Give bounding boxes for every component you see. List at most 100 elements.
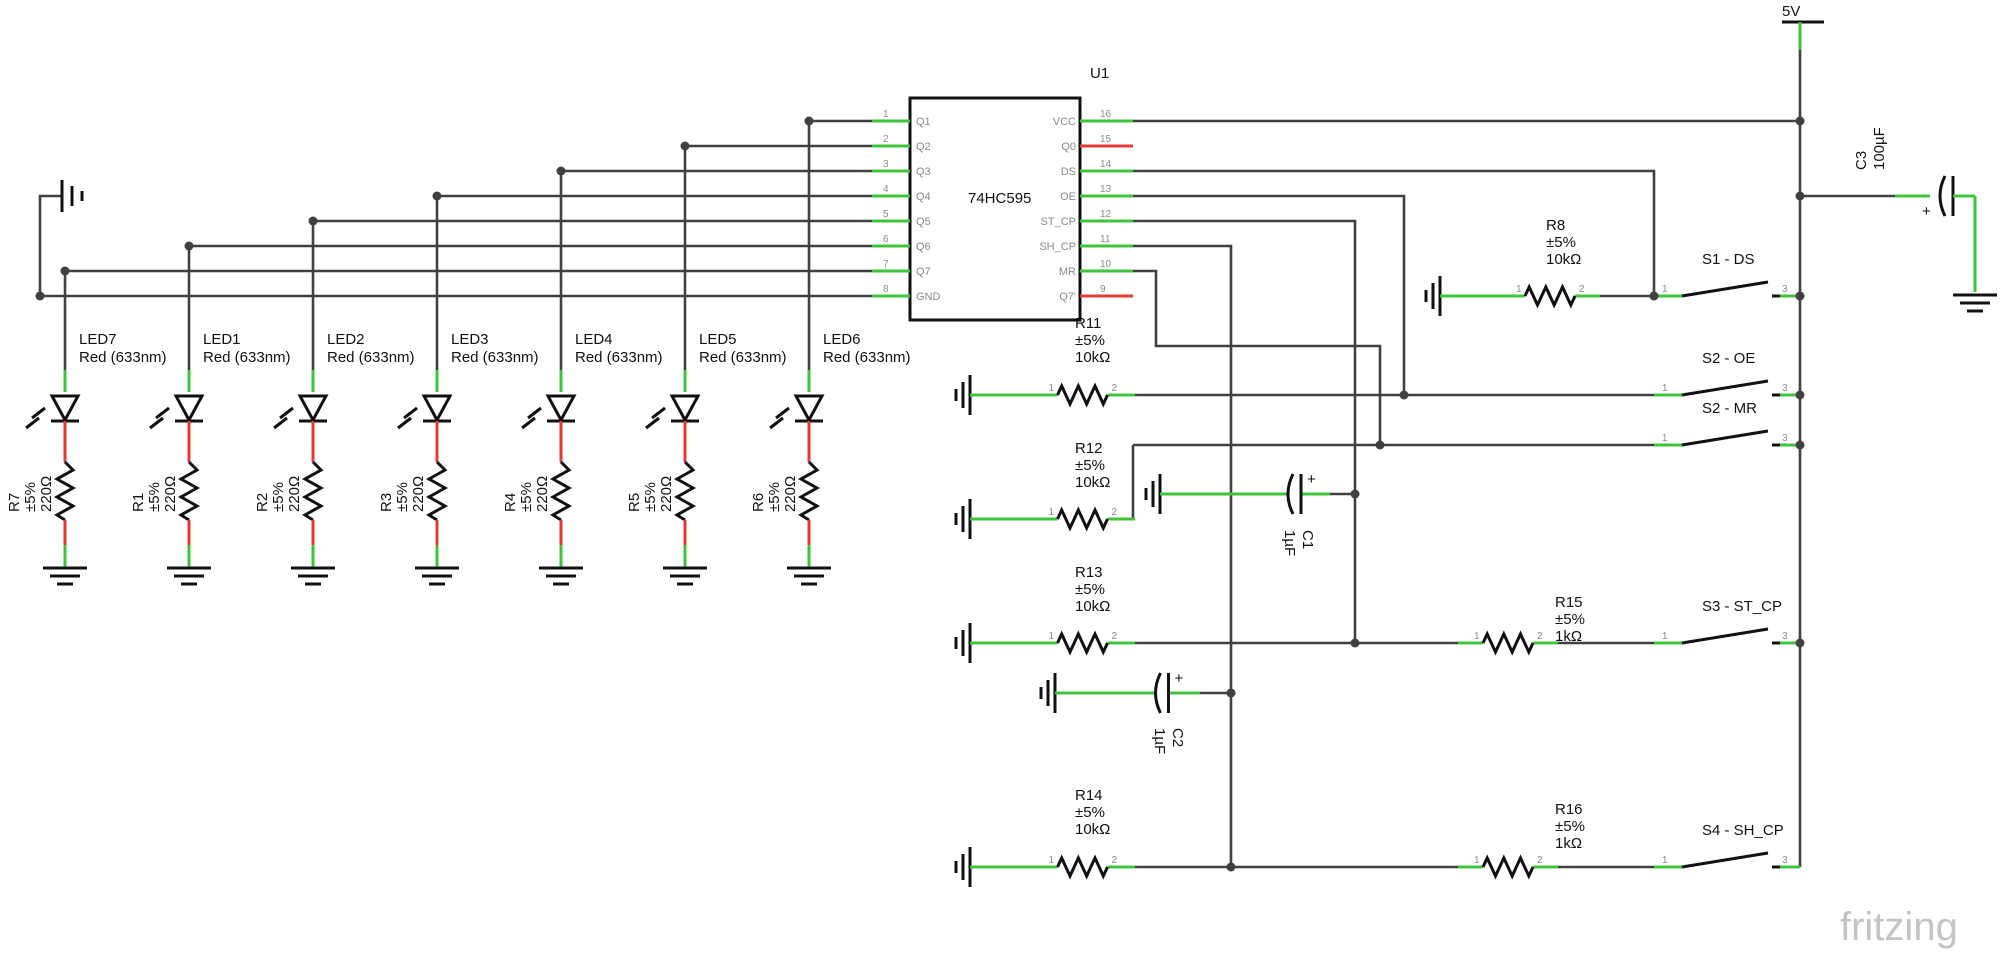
ic-pin-number: 15	[1100, 134, 1112, 145]
ic-pin-number: 12	[1100, 209, 1112, 220]
resistor-body	[1056, 382, 1109, 408]
cap-ref: C2	[1169, 728, 1186, 747]
resistor-label: R7±5%220Ω	[6, 476, 55, 512]
light-arrow	[155, 406, 170, 420]
ic-pin-number: 2	[883, 134, 889, 145]
cap-curved-plate	[1938, 175, 1947, 217]
led-color-label: Red (633nm)	[451, 349, 539, 366]
junction-dot	[804, 116, 814, 126]
ic-pin-number: 14	[1100, 159, 1112, 170]
pin-number: 1	[1049, 507, 1055, 518]
switch-label: S2 - MR	[1702, 400, 1757, 417]
wire	[1133, 244, 1233, 867]
resistor-body	[301, 460, 325, 522]
pin-number: 1	[1474, 631, 1480, 642]
pin-number: 2	[1112, 631, 1118, 642]
resistor-value: 220Ω	[162, 476, 179, 512]
resistor-ref: R7	[6, 493, 23, 512]
light-arrow	[397, 416, 412, 430]
junction-dots	[35, 116, 1805, 872]
r8-ground	[1424, 276, 1442, 316]
pin-number: 1	[1662, 433, 1668, 444]
light-arrow	[403, 406, 418, 420]
led-ground	[787, 566, 831, 586]
junction-dot	[1795, 191, 1805, 201]
led-color-label: Red (633nm)	[79, 349, 167, 366]
r14-tol: ±5%	[1075, 804, 1105, 821]
wire	[1133, 269, 1382, 445]
junction-dot	[184, 241, 194, 251]
led-diode-triangle	[173, 394, 205, 424]
pin-number: 3	[1782, 631, 1788, 642]
junction-dot	[35, 291, 45, 301]
resistor-ref: R4	[502, 493, 519, 512]
resistor-value: 220Ω	[782, 476, 799, 512]
ic-pin-name: Q6	[916, 241, 931, 253]
capacitor-c1: +	[1260, 471, 1330, 515]
light-arrow	[645, 416, 660, 430]
resistor-label: R2±5%220Ω	[254, 476, 303, 512]
led-ground	[167, 566, 211, 586]
junction-dot	[1795, 291, 1805, 301]
led-ground	[291, 566, 335, 586]
resistor-label: R5±5%220Ω	[626, 476, 675, 512]
ic-pin-name: Q7	[916, 266, 931, 278]
ic-pin-name: Q4	[916, 191, 931, 203]
plus-sign: +	[1922, 203, 1931, 220]
led-color-label: Red (633nm)	[823, 349, 911, 366]
junction-dot	[1399, 390, 1409, 400]
resistor-tolerance: ±5%	[270, 482, 287, 512]
r12-tol: ±5%	[1075, 457, 1105, 474]
ic-pin-name: Q2	[916, 141, 931, 153]
resistor-value: 220Ω	[38, 476, 55, 512]
pin-number: 1	[1662, 631, 1668, 642]
pin-number: 3	[1782, 284, 1788, 295]
resistor-ref: R5	[626, 493, 643, 512]
r15-val: 1kΩ	[1555, 628, 1582, 645]
resistor-body	[1056, 506, 1109, 532]
resistor-value: 220Ω	[286, 476, 303, 512]
resistor-tolerance: ±5%	[394, 482, 411, 512]
led-diode-triangle	[669, 394, 701, 424]
resistor-body	[1481, 854, 1535, 880]
r8-tol: ±5%	[1546, 234, 1576, 251]
ic-pin-name: GND	[916, 291, 941, 303]
r14-val: 10kΩ	[1075, 821, 1110, 838]
resistor-body	[797, 460, 821, 522]
junction-dot	[432, 191, 442, 201]
supply-label: 5V	[1782, 3, 1800, 20]
wire	[1133, 169, 1656, 296]
resistor-body	[53, 460, 77, 522]
resistor-body	[673, 460, 697, 522]
ic-pin-name: Q7'	[1059, 291, 1076, 303]
switch-label: S1 - DS	[1702, 251, 1755, 268]
pin-number: 1	[1049, 855, 1055, 866]
led-color-label: Red (633nm)	[327, 349, 415, 366]
ic-pin-number: 6	[883, 234, 889, 245]
ic-body	[908, 96, 1082, 322]
cap-value: 100µF	[1871, 127, 1888, 170]
resistor-tolerance: ±5%	[146, 482, 163, 512]
led-color-label: Red (633nm)	[203, 349, 291, 366]
led-ground	[539, 566, 583, 586]
cap-curved-plate	[1154, 672, 1162, 714]
ic-pin-number: 9	[1100, 284, 1106, 295]
resistor-label: R1±5%220Ω	[130, 476, 179, 512]
switch-lever	[1681, 851, 1769, 869]
light-arrow	[31, 406, 46, 420]
junction-dot	[680, 141, 690, 151]
ic-pin-number: 7	[883, 259, 889, 270]
